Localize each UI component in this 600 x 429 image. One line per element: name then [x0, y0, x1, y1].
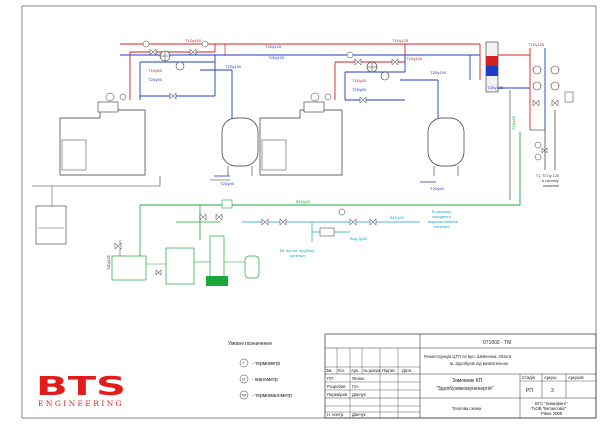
pipe-label-t2-du125-vert: T2Dy125 — [107, 255, 111, 270]
pipe-label-v-du32: B1Dy32 — [296, 199, 311, 204]
legend-text-1: - манометр — [252, 377, 278, 383]
pipe-label-t1-du50-a: T1Dy50 — [148, 68, 163, 73]
bts-logo: BTS ENGINEERING — [36, 372, 126, 408]
pipe-label-t2-du125-top: T2Dy125 — [265, 44, 282, 49]
pipe-label-t2-du100-b: T2Dy100 — [430, 70, 447, 75]
pipe-label-t1-du100-b: T1Dy100 — [406, 56, 423, 61]
legend-title: Умовні позначення — [228, 341, 272, 347]
pipe-label-t2-du100-a: T2Dy100 — [225, 64, 242, 69]
project-title-1: Реконструкція ЦТП по вул. Шевченка, 202а… — [424, 354, 512, 359]
note-cold-water-3: водопостачання — [428, 219, 458, 224]
pipe-label-t2-du50-a: T2Dy50 — [148, 77, 163, 82]
role-checker: Перевірив — [327, 392, 348, 397]
col-doc: № докум. — [363, 368, 381, 373]
pipe-label-v-du20: B1Dy20 — [390, 215, 405, 220]
expansion-tank-1 — [200, 69, 259, 177]
name-checker: Данчук — [352, 392, 366, 397]
expansion-tank-2 — [400, 79, 465, 183]
pipe-label-t2-du125-right: T2Dy125 — [487, 85, 504, 90]
cold-water-supply — [242, 208, 420, 242]
logo-sub: ENGINEERING — [38, 399, 124, 408]
hydraulic-separator — [485, 41, 499, 93]
name-gip: Ягнюк — [352, 376, 364, 381]
pipe-label-t2-du125-top-b: T2Dy125 — [268, 55, 285, 60]
boiler-2-group — [259, 44, 406, 176]
main-header-pipes — [120, 43, 530, 89]
logo-main: BTS — [36, 372, 126, 402]
col-kil: Кіл. — [338, 368, 345, 373]
legend: Умовні позначення Т - термометр М - мано… — [228, 341, 292, 400]
title-block: 071002 - ТМ Реконструкція ЦТП по вул. Ше… — [324, 333, 597, 419]
flue-lines — [32, 90, 511, 200]
legend-text-0: - термометр — [252, 361, 280, 367]
name-developer: Гоч — [352, 384, 358, 389]
pipe-label-t2-du40-a: T2Dy40 — [220, 181, 235, 186]
col-date: Дата — [402, 368, 412, 373]
company-2: ТзОВ "Бетаксовіс" — [531, 406, 567, 411]
col-zm: Зм. — [326, 368, 333, 373]
sheets-col-label: Аркушів — [568, 375, 584, 380]
doc-code: 071002 - ТМ — [483, 340, 511, 346]
note-cold-water-2: холодного — [432, 214, 452, 219]
note-vodomer-2: котельні — [290, 253, 305, 258]
company-1: БТС "Інжиніринг" — [535, 401, 568, 406]
water-treatment — [111, 132, 521, 286]
project-title-2: м. Здолбунів під мінікотельню — [450, 361, 508, 366]
distribution-group — [529, 48, 574, 170]
customer-label: Замовник КП — [452, 378, 483, 384]
sheet-col-label: Аркуш — [544, 375, 557, 380]
thermometer-symbol — [239, 358, 249, 368]
col-sign: Підпис — [382, 368, 395, 373]
role-gip: ГІП — [327, 376, 333, 381]
legend-symbol-2: ТМ — [241, 394, 246, 398]
sheet-value: 3 — [551, 388, 554, 394]
legend-symbol-0: Т — [242, 362, 245, 366]
col-ark: Арк. — [351, 368, 359, 373]
pipe-label-t1-du50-b: T1Dy50 — [352, 78, 367, 83]
pipe-label-t2-du40-b: T2Dy40 — [430, 186, 445, 191]
boiler-1-group — [59, 40, 216, 176]
pipe-label-t1-du125-right: T1Dy125 — [528, 42, 545, 47]
role-developer: Розробив — [327, 384, 346, 389]
note-feed: Вод.Дy32 — [350, 236, 368, 241]
customer-name: "Здолбунівкомуненергія" — [436, 386, 494, 392]
drawing-frame — [21, 5, 597, 419]
note-to-system-2: в систему — [542, 179, 559, 183]
note-cold-water-4: котельні — [434, 224, 449, 229]
company-3: Рівне 2008 — [541, 411, 563, 416]
role-norm-control: Н. контр. — [327, 412, 344, 417]
manometer-symbol — [239, 374, 249, 384]
sheet-title: Теплова схема — [452, 406, 482, 411]
note-to-system-3: опалення — [543, 184, 559, 188]
legend-symbol-1: М — [242, 378, 245, 382]
drain-tank — [35, 186, 67, 245]
note-cold-water-1: В систему — [432, 209, 451, 214]
thermomanometer-symbol — [239, 390, 249, 400]
pipe-label-t1-du125-top: T1Dy125 — [392, 38, 409, 43]
note-to-system-1: T1, T2 Dy 125 — [536, 174, 559, 178]
note-vodomer: В1 на пот. трубопр. — [280, 248, 316, 253]
stage-col-label: Стадія — [522, 375, 535, 380]
pipe-label-t1-du50-vert: T1Dy50 — [511, 115, 516, 130]
pipe-label-t2-du50-b: T2Dy50 — [352, 87, 367, 92]
pipe-label-t1-du100: T1Dy100 — [185, 38, 202, 43]
legend-text-2: - термоманометр — [252, 393, 292, 399]
stage-value: РП — [526, 388, 533, 394]
name-norm-control: Данчук — [352, 412, 366, 417]
